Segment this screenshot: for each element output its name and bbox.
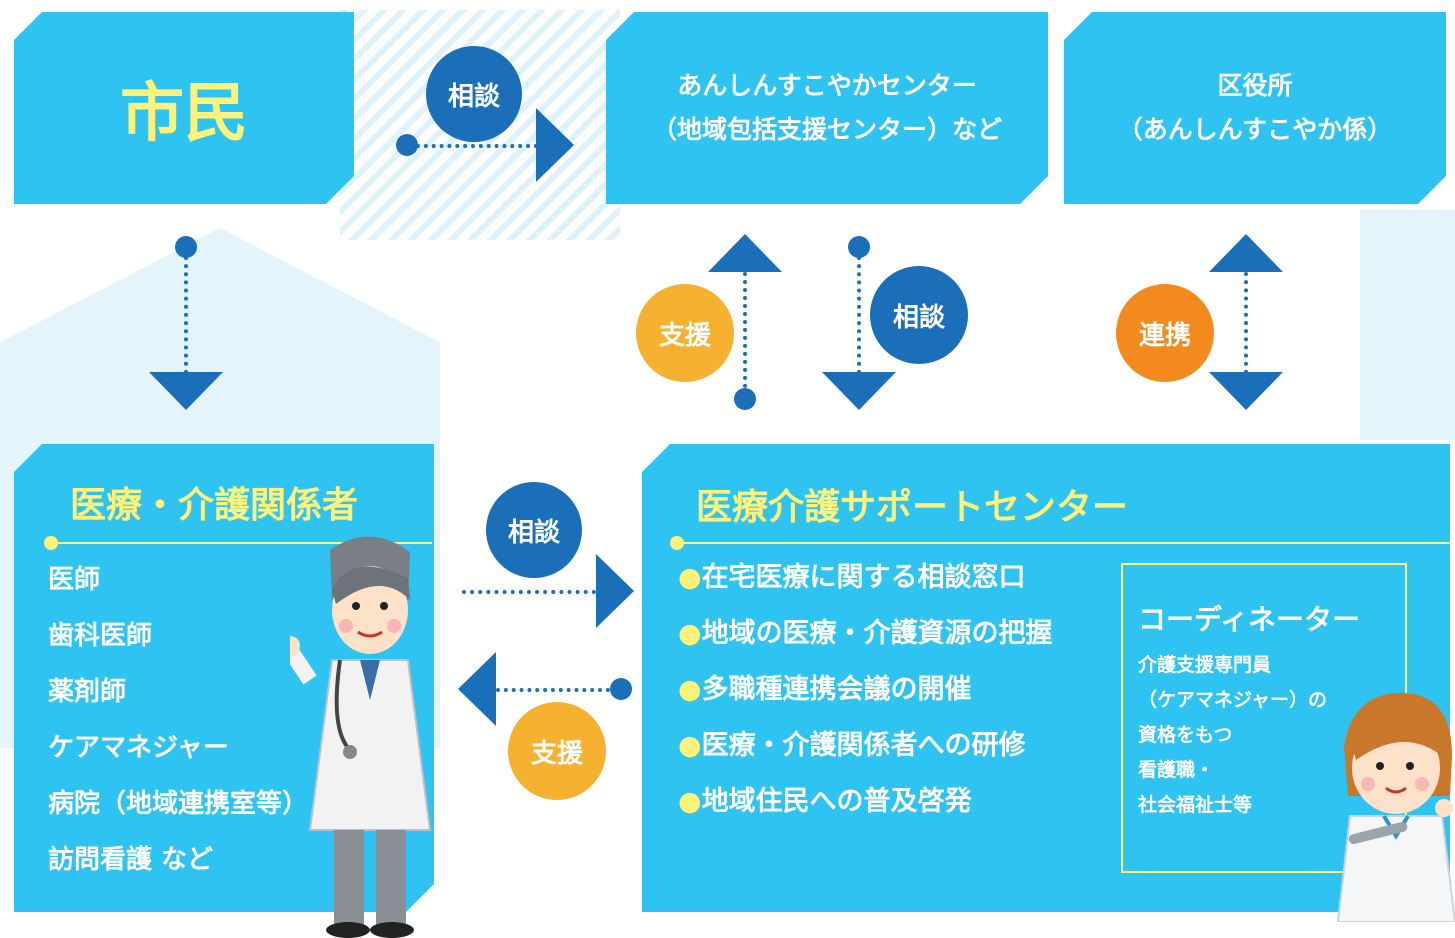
list-item-label: 多職種連携会議の開催	[701, 674, 972, 705]
doctor-illustration	[290, 536, 432, 938]
support-badge-left: 支援	[636, 284, 734, 382]
list-item: ●地域の医療・介護資源の把握	[678, 606, 1053, 662]
citizen-box: 市民	[14, 12, 354, 204]
cooperate-badge: 連携	[1116, 284, 1214, 382]
bullet-icon: ●	[678, 786, 702, 817]
arrow-line	[857, 256, 861, 374]
arrow-line	[743, 272, 747, 388]
arrow-start-dot	[175, 236, 197, 258]
support-center-list: ●在宅医療に関する相談窓口 ●地域の医療・介護資源の把握 ●多職種連携会議の開催…	[678, 550, 1053, 830]
center-top-line1: あんしんすこやかセンター	[677, 71, 977, 100]
coordinator-line: 資格をもつ	[1138, 724, 1233, 746]
coordinator-title: コーディネーター	[1138, 603, 1361, 636]
arrow-line	[416, 144, 538, 148]
center-top-line2: （地域包括支援センター）など	[651, 115, 1002, 144]
arrow-line	[462, 590, 596, 594]
providers-list: 医師 歯科医師 薬剤師 ケアマネジャー 病院（地域連携室等） 訪問看護 など	[48, 552, 308, 888]
underline-dot	[44, 536, 58, 550]
list-item: ●多職種連携会議の開催	[678, 662, 1053, 718]
arrow-left-icon	[458, 652, 496, 726]
list-item: 訪問看護 など	[48, 845, 214, 875]
arrow-down-icon	[149, 372, 223, 410]
underline	[52, 542, 432, 544]
list-item-label: 医療・介護関係者への研修	[701, 730, 1026, 761]
support-badge-bottom: 支援	[508, 702, 606, 800]
consult-badge-mid: 相談	[870, 266, 968, 364]
arrow-start-dot	[396, 134, 418, 156]
support-center-box	[642, 444, 1450, 912]
arrow-start-dot	[848, 236, 870, 258]
list-item: ●医療・介護関係者への研修	[678, 718, 1053, 774]
consult-badge-bottom: 相談	[486, 482, 582, 578]
list-item: ●在宅医療に関する相談窓口	[678, 550, 1053, 606]
bullet-icon: ●	[678, 562, 702, 593]
ward-office-line2: （あんしんすこやか係）	[1117, 115, 1393, 144]
consult-badge-top: 相談	[426, 46, 522, 142]
bullet-icon: ●	[678, 618, 702, 649]
list-item: 薬剤師	[48, 677, 127, 707]
ward-office-box: 区役所 （あんしんすこやか係）	[1064, 12, 1446, 204]
arrow-line	[184, 256, 188, 374]
list-item: 歯科医師	[48, 621, 153, 651]
list-item: 医師	[48, 565, 101, 595]
arrow-up-icon	[1209, 234, 1283, 272]
bullet-icon: ●	[678, 730, 702, 761]
bullet-icon: ●	[678, 674, 702, 705]
underline	[678, 542, 1450, 544]
list-item-label: 地域の医療・介護資源の把握	[701, 618, 1053, 649]
center-top-box: あんしんすこやかセンター （地域包括支援センター）など	[606, 12, 1048, 204]
arrow-right-icon	[536, 108, 574, 182]
coordinator-lines: 介護支援専門員 （ケアマネジャー）の 資格をもつ 看護職・ 社会福祉士等	[1138, 648, 1327, 823]
coordinator-line: （ケアマネジャー）の	[1138, 689, 1328, 711]
list-item: 病院（地域連携室等）	[48, 789, 309, 819]
ward-office-line1: 区役所	[1217, 71, 1293, 100]
list-item-label: 在宅医療に関する相談窓口	[701, 562, 1026, 593]
providers-title: 医療・介護関係者	[70, 485, 359, 526]
list-item-label: 地域住民への普及啓発	[701, 786, 972, 817]
arrow-line	[1244, 272, 1248, 374]
coordinator-line: 介護支援専門員	[1138, 654, 1272, 676]
arrow-start-dot	[734, 388, 756, 410]
citizen-label: 市民	[120, 77, 248, 151]
coordinator-line: 社会福祉士等	[1138, 794, 1253, 816]
arrow-up-icon	[708, 234, 782, 272]
underline-dot	[670, 536, 684, 550]
list-item: ●地域住民への普及啓発	[678, 774, 1053, 830]
arrow-down-icon	[1209, 372, 1283, 410]
list-item: ケアマネジャー	[48, 733, 229, 763]
support-center-title: 医療介護サポートセンター	[696, 487, 1129, 528]
arrow-start-dot	[610, 678, 632, 700]
nurse-illustration	[1336, 693, 1455, 922]
background-panel-right	[1360, 210, 1455, 440]
coordinator-line: 看護職・	[1138, 759, 1215, 781]
arrow-down-icon	[822, 372, 896, 410]
arrow-right-icon	[596, 554, 634, 628]
arrow-line	[496, 688, 610, 692]
